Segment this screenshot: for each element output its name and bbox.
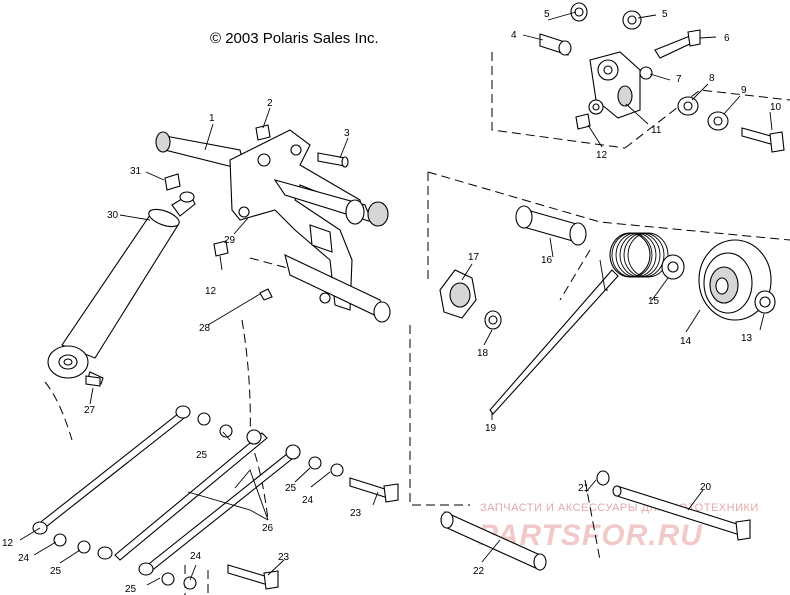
upper-bracket-hardware — [539, 2, 785, 153]
callout-31: 31 — [130, 166, 142, 177]
spring-idler-assembly — [439, 205, 776, 415]
callout-23-b: 23 — [278, 552, 290, 563]
callout-12-a: 12 — [596, 150, 608, 161]
callout-3: 3 — [344, 128, 350, 139]
callout-25-b: 25 — [285, 483, 297, 494]
assembly-dashed-lines — [44, 52, 790, 595]
callout-22: 22 — [473, 566, 485, 577]
callout-4: 4 — [511, 30, 517, 41]
torsion-spring — [489, 232, 669, 415]
callout-6: 6 — [724, 33, 730, 44]
callout-15: 15 — [648, 296, 660, 307]
callout-5-a: 5 — [544, 9, 550, 20]
callout-7: 7 — [676, 74, 682, 85]
callout-24-a: 24 — [302, 495, 314, 506]
callout-5-b: 5 — [662, 9, 668, 20]
callout-26: 26 — [262, 523, 274, 534]
lower-rods-hardware — [32, 405, 751, 590]
callout-11: 11 — [651, 125, 662, 136]
arm-hardware — [85, 124, 349, 387]
callout-25-c: 25 — [50, 566, 62, 577]
front-arm-assembly — [155, 129, 391, 323]
callout-9: 9 — [741, 85, 747, 96]
callout-10: 10 — [770, 102, 782, 113]
callout-29: 29 — [224, 235, 236, 246]
callout-12-b: 12 — [205, 286, 217, 297]
callout-1: 1 — [209, 113, 215, 124]
callout-18: 18 — [477, 348, 489, 359]
callout-25-a: 25 — [196, 450, 208, 461]
callout-28: 28 — [199, 323, 211, 334]
callout-leaders — [19, 11, 773, 586]
callout-30: 30 — [107, 210, 119, 221]
callout-21: 21 — [578, 483, 590, 494]
callout-16: 16 — [541, 255, 553, 266]
callout-27: 27 — [84, 405, 96, 416]
callout-24-b: 24 — [18, 553, 30, 564]
watermark-subtitle: ЗАПЧАСТИ И АКСЕССУАРЫ ДЛЯ МОТОТЕХНИКИ — [480, 502, 759, 514]
callout-2: 2 — [267, 98, 273, 109]
callout-20: 20 — [700, 482, 712, 493]
shock-absorber — [47, 191, 196, 385]
callout-25-d: 25 — [125, 584, 137, 595]
callout-17: 17 — [468, 252, 480, 263]
copyright-text: © 2003 Polaris Sales Inc. — [210, 30, 379, 47]
callout-24-c: 24 — [190, 551, 202, 562]
callout-19: 19 — [485, 423, 497, 434]
callout-23-a: 23 — [350, 508, 362, 519]
callout-14: 14 — [680, 336, 692, 347]
callout-13: 13 — [741, 333, 753, 344]
callout-numbers: 1 2 3 4 5 5 6 7 8 9 10 11 12 12 12 13 14… — [2, 9, 782, 595]
callout-12-c: 12 — [2, 538, 14, 549]
callout-8: 8 — [709, 73, 715, 84]
